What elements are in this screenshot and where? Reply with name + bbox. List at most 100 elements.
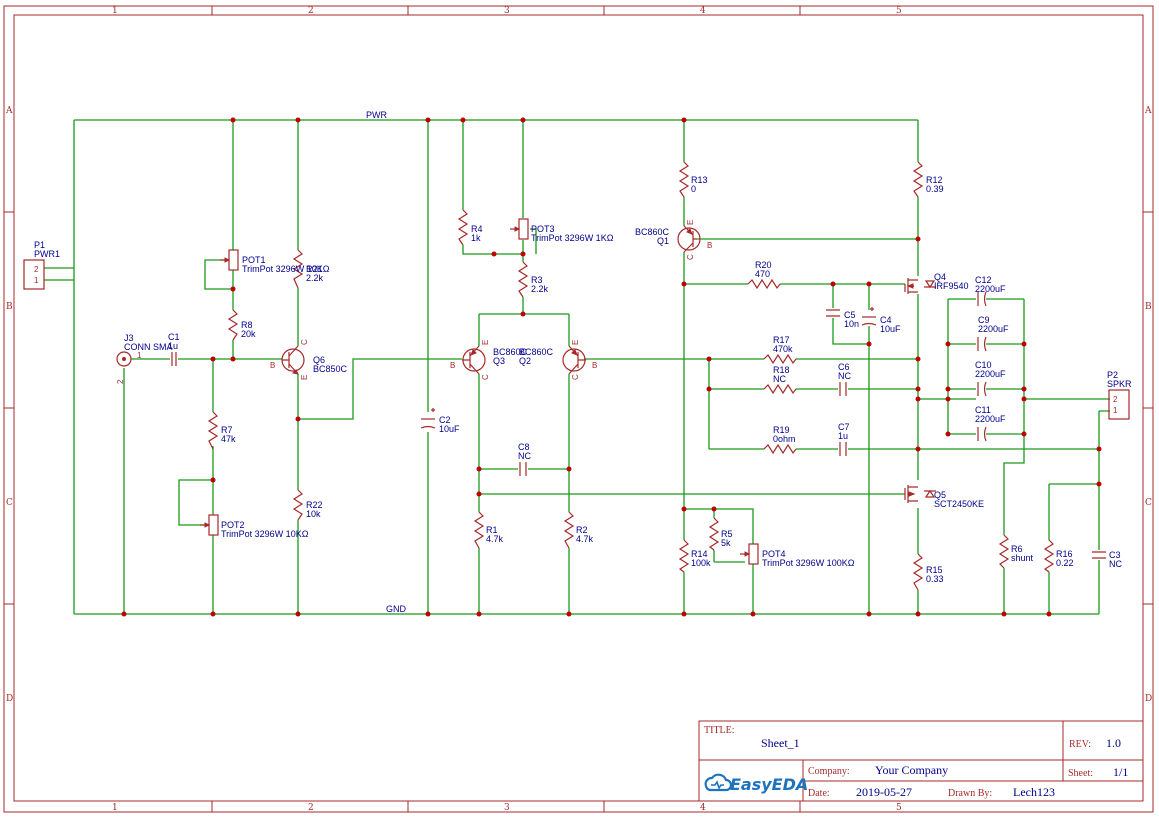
p1-ref: P1 (34, 240, 45, 250)
svg-text:E: E (686, 220, 695, 225)
svg-text:C: C (300, 339, 309, 345)
zone-top-3: 3 (504, 6, 510, 16)
c5-ref: C5 (844, 310, 856, 320)
c11-value: 2200uF (975, 414, 1006, 424)
r1-resistor-icon (473, 511, 485, 549)
r19-resistor-icon (763, 443, 797, 455)
r12-ref: R12 (926, 175, 943, 185)
zone-top-4: 4 (700, 6, 706, 16)
r4-ref: R4 (471, 224, 483, 234)
q3-pnp-transistor-icon (462, 345, 486, 375)
r15-value: 0.33 (926, 574, 944, 584)
c2-value: 10uF (439, 424, 460, 434)
c4-capacitor-icon (861, 307, 877, 326)
r6-resistor-icon (998, 534, 1010, 569)
c2-capacitor-icon (420, 408, 436, 429)
r22-ref: R22 (306, 500, 323, 510)
sheet-label: Sheet: (1068, 768, 1093, 779)
r22-resistor-icon (292, 489, 304, 521)
company-value: Your Company (875, 763, 948, 777)
net-label-gnd: GND (386, 604, 407, 614)
r18-ref: R18 (773, 365, 790, 375)
r16-value: 0.22 (1056, 558, 1074, 568)
pot3-potentiometer-icon (510, 218, 529, 240)
title-label: TITLE: (704, 725, 735, 736)
c6-capacitor-icon (839, 382, 847, 396)
svg-text:C: C (571, 374, 580, 380)
svg-text:B: B (270, 361, 275, 370)
c1-value: 1u (168, 341, 178, 351)
r12-value: 0.39 (926, 184, 944, 194)
svg-text:EasyEDA: EasyEDA (730, 775, 808, 794)
r6-value: shunt (1011, 553, 1034, 563)
net-label-pwr: PWR (366, 110, 387, 120)
rev-label: REV: (1069, 739, 1091, 750)
r15-resistor-icon (912, 553, 924, 591)
q6-value: BC850C (313, 364, 348, 374)
r13-resistor-icon (678, 161, 690, 198)
easyeda-logo: EasyEDA (704, 773, 808, 794)
r22-value: 10k (306, 509, 321, 519)
r18-value: NC (773, 374, 786, 384)
junction-dots (121, 117, 1102, 617)
p1-pin-2: 2 (34, 265, 39, 274)
j3-pin-2: 2 (116, 379, 125, 384)
r3-label: R32.2k (531, 275, 549, 294)
r8-resistor-icon (227, 309, 239, 341)
c9-ref: C9 (978, 315, 990, 325)
p2-pin-2: 2 (1113, 395, 1118, 404)
svg-text:B: B (450, 361, 455, 370)
zone-left-A: A (5, 106, 13, 116)
r21-value: 2.2k (306, 273, 324, 283)
sheet-value: 1/1 (1113, 765, 1128, 779)
svg-text:C: C (481, 374, 490, 380)
c7-ref: C7 (838, 422, 850, 432)
r15-ref: R15 (926, 565, 943, 575)
title-value: Sheet_1 (761, 736, 800, 750)
pot1-potentiometer-icon (220, 249, 239, 271)
r21-resistor-icon (292, 249, 304, 289)
c3-ref: C3 (1109, 550, 1121, 560)
r19-value: 0ohm (773, 434, 796, 444)
zone-right-A: A (1144, 106, 1152, 116)
pot4-potentiometer-icon (740, 543, 759, 565)
q5-nmos-icon (904, 485, 936, 503)
zone-top-5: 5 (896, 6, 902, 16)
rev-value: 1.0 (1106, 736, 1121, 750)
zone-bottom-5: 5 (896, 803, 902, 813)
c10-value: 2200uF (975, 369, 1006, 379)
pot2-ref: POT2 (221, 520, 245, 530)
c12-ref: C12 (975, 275, 992, 285)
q5-ref: Q5 (934, 490, 946, 500)
p1-pin-1: 1 (34, 276, 39, 285)
c10-ref: C10 (975, 360, 992, 370)
r17-ref: R17 (773, 335, 790, 345)
r12-resistor-icon (912, 161, 924, 198)
pot1-ref: POT1 (242, 255, 266, 265)
r3-ref: R3 (531, 275, 543, 285)
drawn-by-label: Drawn By: (948, 788, 992, 799)
r14-value: 100k (691, 558, 711, 568)
component-symbols (23, 161, 1130, 591)
r17-value: 470k (773, 344, 793, 354)
